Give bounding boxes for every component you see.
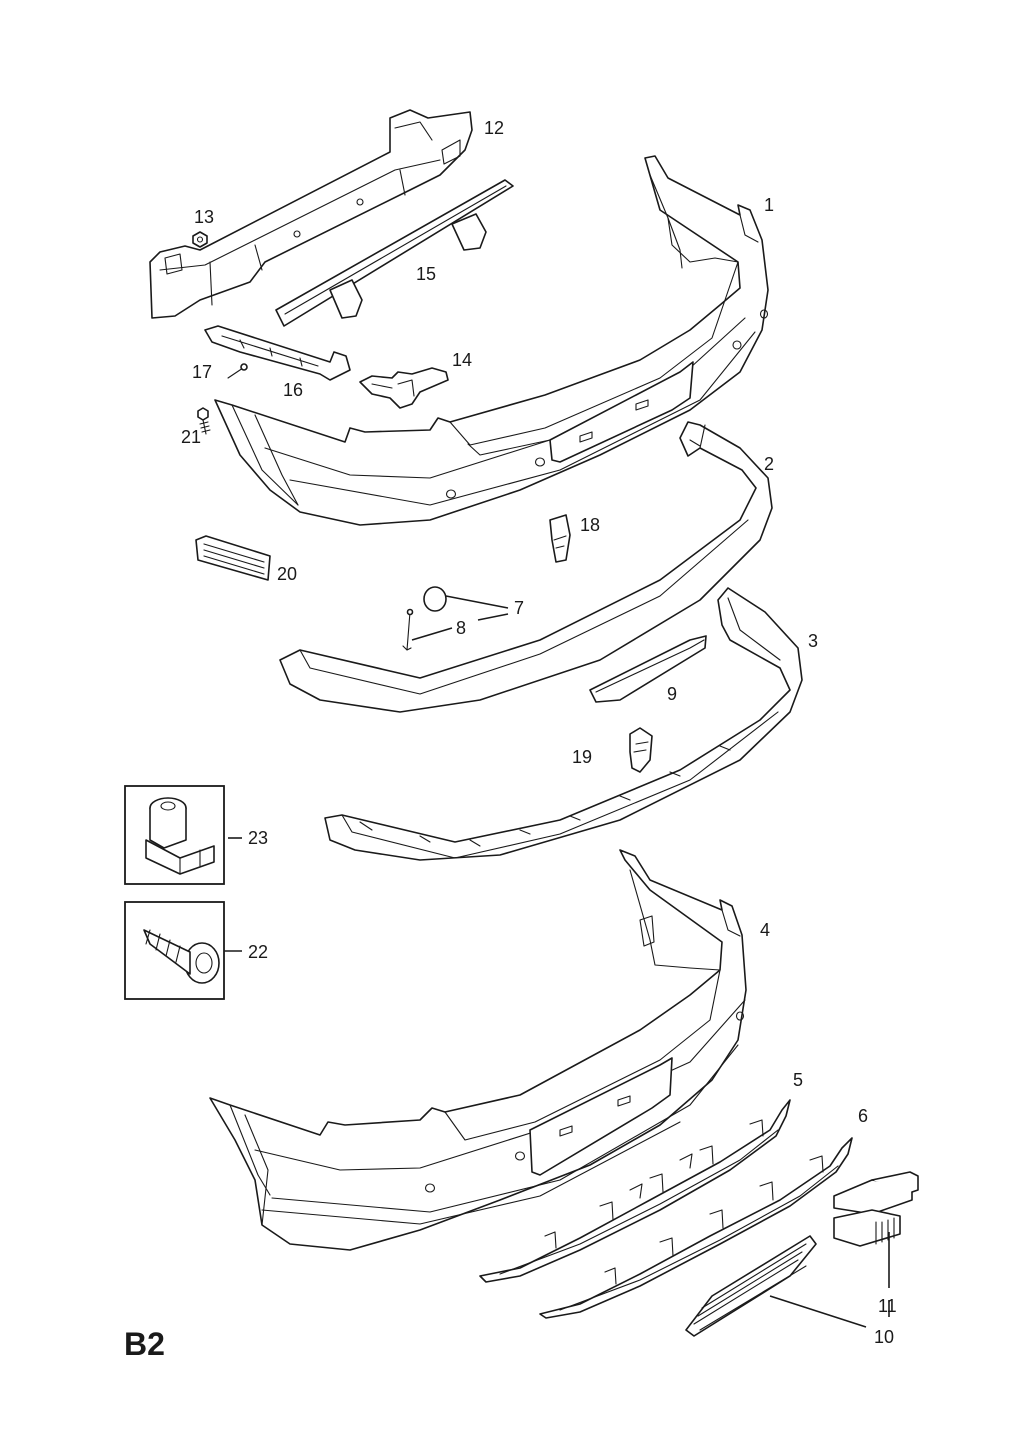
part-18-clip	[549, 514, 571, 563]
part-7-cap	[423, 586, 447, 612]
callout-15: 15	[416, 264, 436, 284]
part-5-spoiler	[479, 1099, 791, 1283]
callout-3: 3	[808, 631, 818, 651]
part-16-bracket	[204, 325, 351, 381]
callout-20: 20	[277, 564, 297, 584]
callout-21: 21	[181, 427, 201, 447]
part-15-absorber-strip	[275, 179, 514, 327]
part-14-side-bracket	[359, 367, 449, 409]
part-11-sensor	[833, 1171, 919, 1247]
part-23-box	[124, 785, 225, 885]
part-9-tray	[589, 635, 707, 703]
callout-10: 10	[874, 1327, 894, 1347]
part-6-spoiler	[539, 1137, 853, 1319]
callout-8: 8	[456, 618, 466, 638]
part-3-lower-insert	[324, 587, 803, 861]
callout-2: 2	[764, 454, 774, 474]
part-13-nut	[192, 231, 208, 248]
part-20-insert	[195, 535, 271, 581]
callout-23: 23	[248, 828, 268, 848]
callout-19: 19	[572, 747, 592, 767]
part-2-trim-strip	[279, 421, 773, 713]
callout-14: 14	[452, 350, 472, 370]
part-22-box	[124, 901, 225, 1000]
page-label: B2	[124, 1326, 165, 1362]
callout-22: 22	[248, 942, 268, 962]
part-4-bumper-cover-main	[209, 849, 747, 1251]
callout-9: 9	[667, 684, 677, 704]
part-12-impact-beam	[149, 109, 473, 319]
part-19-clip	[629, 727, 653, 773]
part-1-bumper-cover-upper	[214, 155, 769, 526]
part-21-screw	[197, 407, 211, 435]
part-10-grille	[685, 1235, 817, 1337]
callout-13: 13	[194, 207, 214, 227]
leader-lines	[224, 595, 890, 1328]
callout-1: 1	[764, 195, 774, 215]
part-8-hook	[402, 608, 414, 651]
callout-6: 6	[858, 1106, 868, 1126]
callout-5: 5	[793, 1070, 803, 1090]
callout-11: 11	[878, 1296, 897, 1316]
callout-7: 7	[514, 598, 524, 618]
callout-12: 12	[484, 118, 504, 138]
callout-4: 4	[760, 920, 770, 940]
callout-17: 17	[192, 362, 212, 382]
part-17-pin	[227, 363, 248, 379]
callout-16: 16	[283, 380, 303, 400]
callout-labels: 12 13 1 15 17 14 16 21 2 18 20 7 8 3 9 1…	[181, 118, 897, 1347]
callout-18: 18	[580, 515, 600, 535]
